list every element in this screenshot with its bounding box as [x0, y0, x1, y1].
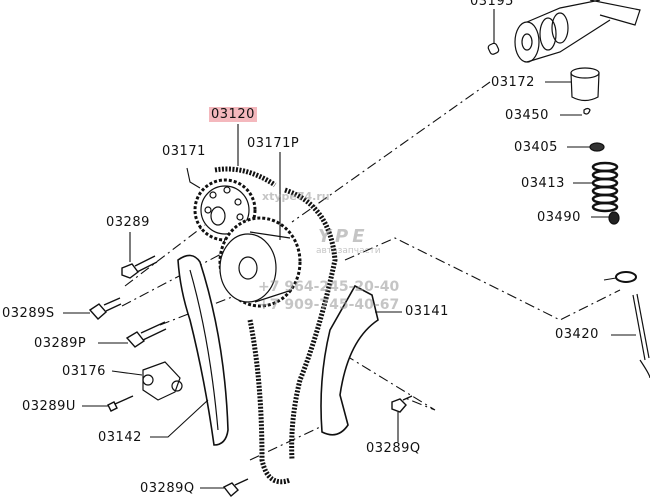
- part-label-03289P[interactable]: 03289P: [34, 336, 87, 351]
- part-label-03450[interactable]: 03450: [505, 108, 549, 123]
- valve-lifter: [570, 67, 600, 102]
- part-label-03405[interactable]: 03405: [514, 140, 558, 155]
- part-label-03176[interactable]: 03176: [62, 364, 106, 379]
- chain-guide-left: [177, 254, 229, 446]
- chain-tensioner: [142, 361, 183, 401]
- spring-seat: [608, 211, 620, 225]
- valve-washer: [615, 271, 637, 283]
- part-label-03490[interactable]: 03490: [537, 210, 581, 225]
- chain-guide-right: [320, 284, 379, 436]
- valve-keeper: [583, 107, 591, 115]
- part-label-03413[interactable]: 03413: [521, 176, 565, 191]
- part-label-03289S[interactable]: 03289S: [2, 306, 55, 321]
- part-label-03195[interactable]: 03195: [470, 0, 514, 9]
- timing-chain: [214, 166, 338, 485]
- part-label-03420[interactable]: 03420: [555, 327, 599, 342]
- dowel-pin: [487, 42, 500, 55]
- watermark-brand: YPE: [318, 226, 369, 247]
- part-label-03142[interactable]: 03142: [98, 430, 142, 445]
- part-label-03141[interactable]: 03141: [405, 304, 449, 319]
- part-label-03171P[interactable]: 03171P: [247, 136, 300, 151]
- part-label-03289Q-bottom[interactable]: 03289Q: [140, 481, 195, 496]
- valve-spring: [591, 161, 619, 213]
- camshaft: [514, 0, 641, 63]
- watermark-site: xtype74.ru: [262, 190, 330, 203]
- bolt: [88, 255, 413, 498]
- watermark-phone1: +7 964-245-20-40: [258, 279, 400, 295]
- valve-seal: [589, 142, 605, 152]
- watermark-tagline: автозапчасти: [316, 246, 381, 256]
- part-label-03172[interactable]: 03172: [491, 75, 535, 90]
- watermark-phone2: +7 909-745-40-67: [258, 297, 400, 313]
- part-label-03171[interactable]: 03171: [162, 144, 206, 159]
- cam-sprocket: [193, 178, 257, 242]
- part-label-03120-highlighted[interactable]: 03120: [209, 107, 257, 122]
- part-label-03289Q-right[interactable]: 03289Q: [366, 441, 421, 456]
- part-label-03289[interactable]: 03289: [106, 215, 150, 230]
- part-label-03289U[interactable]: 03289U: [22, 399, 76, 414]
- valve: [632, 293, 650, 379]
